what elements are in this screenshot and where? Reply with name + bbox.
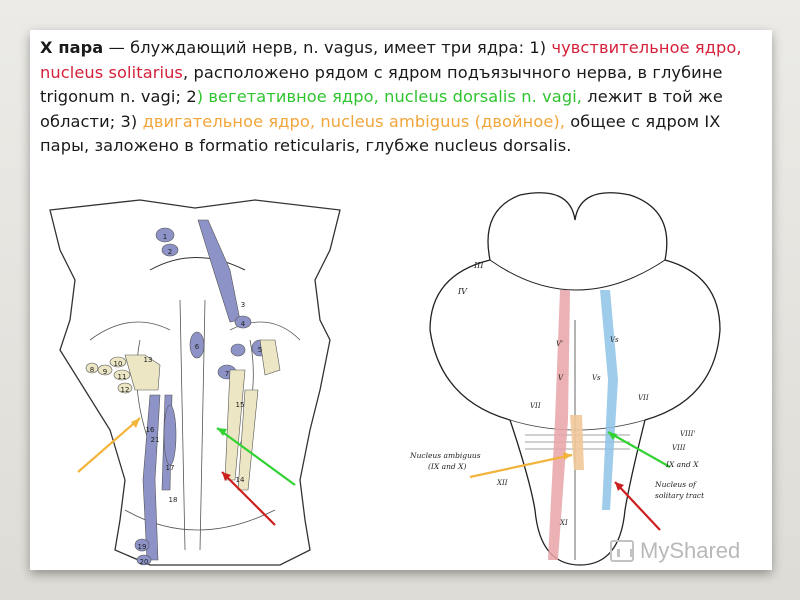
vegetative-nucleus-text: ) вегетативное ядро, nucleus dorsalis n.… bbox=[196, 87, 583, 106]
label-vs-upper: Vs bbox=[610, 336, 619, 344]
nucleus-number-7: 7 bbox=[225, 370, 229, 378]
nucleus-number-11: 11 bbox=[118, 373, 127, 381]
nucleus-number-3: 3 bbox=[241, 301, 245, 309]
text-after-green: лежит в той же области; 3) bbox=[40, 87, 723, 131]
vagus-nuclei-schematic: III IV V' Vs V Vs VII VII VIII' VIII Nuc… bbox=[409, 192, 721, 566]
label-iii: III bbox=[473, 261, 484, 270]
label-viii: VIII bbox=[672, 444, 686, 452]
nucleus-number-13: 13 bbox=[144, 356, 153, 364]
sensory-nucleus-text: чувствительное ядро, nucleus solitarius bbox=[40, 38, 742, 82]
nucleus-number-2: 2 bbox=[168, 248, 172, 256]
nucleus-number-21: 21 bbox=[151, 436, 160, 444]
label-ix-and-x-right: IX and X bbox=[665, 460, 699, 469]
nucleus-number-18: 18 bbox=[169, 496, 178, 504]
nucleus-number-5: 5 bbox=[258, 346, 262, 354]
nucleus-number-12: 12 bbox=[121, 386, 130, 394]
label-vii-left: VII bbox=[530, 402, 541, 410]
description-text: X пара — блуждающий нерв, n. vagus, имее… bbox=[40, 36, 765, 159]
nucleus-number-1: 1 bbox=[163, 233, 167, 241]
text-after-red: , расположено рядом с ядром подъязычного… bbox=[40, 62, 723, 107]
nucleus-number-4: 4 bbox=[241, 320, 246, 328]
label-ix-and-x-left: (IX and X) bbox=[428, 462, 466, 471]
nucleus-number-9: 9 bbox=[103, 368, 107, 376]
presentation-icon bbox=[610, 540, 634, 562]
motor-nucleus-text: двигательное ядро, nucleus ambiguus (дво… bbox=[142, 111, 566, 131]
nucleus-number-19: 19 bbox=[138, 543, 147, 551]
label-xii: XII bbox=[496, 479, 508, 487]
nucleus-number-20: 20 bbox=[140, 558, 149, 566]
slide: X пара — блуждающий нерв, n. vagus, имее… bbox=[30, 30, 772, 570]
nucleus-number-17: 17 bbox=[166, 464, 175, 472]
label-v: V bbox=[558, 374, 564, 382]
heading-intro: — блуждающий нерв, n. vagus, имеет три я… bbox=[103, 38, 547, 57]
nucleus-number-16: 16 bbox=[146, 426, 155, 434]
label-viii-prime: VIII' bbox=[680, 430, 695, 438]
text-after-orange: общее с ядром IX пары, заложено в format… bbox=[40, 111, 721, 156]
nucleus-number-15: 15 bbox=[236, 401, 245, 409]
label-solitary-tract: solitary tract bbox=[655, 491, 705, 500]
heading-bold: X пара bbox=[40, 38, 104, 57]
label-iv: IV bbox=[457, 287, 468, 296]
watermark-text: MyShared bbox=[640, 538, 741, 563]
label-nucleus-ambiguus: Nucleus ambiguus bbox=[409, 451, 481, 460]
label-vii-right: VII bbox=[638, 394, 649, 402]
nucleus-number-10: 10 bbox=[114, 360, 123, 368]
nucleus-number-14: 14 bbox=[236, 476, 245, 484]
nucleus-number-8: 8 bbox=[90, 366, 94, 374]
label-nucleus-of: Nucleus of bbox=[654, 480, 697, 489]
nucleus-number-6: 6 bbox=[195, 343, 200, 351]
label-vs: Vs bbox=[592, 374, 601, 382]
watermark: MyShared bbox=[610, 538, 740, 564]
label-v-prime: V' bbox=[556, 340, 563, 348]
label-xi: XI bbox=[559, 519, 568, 527]
